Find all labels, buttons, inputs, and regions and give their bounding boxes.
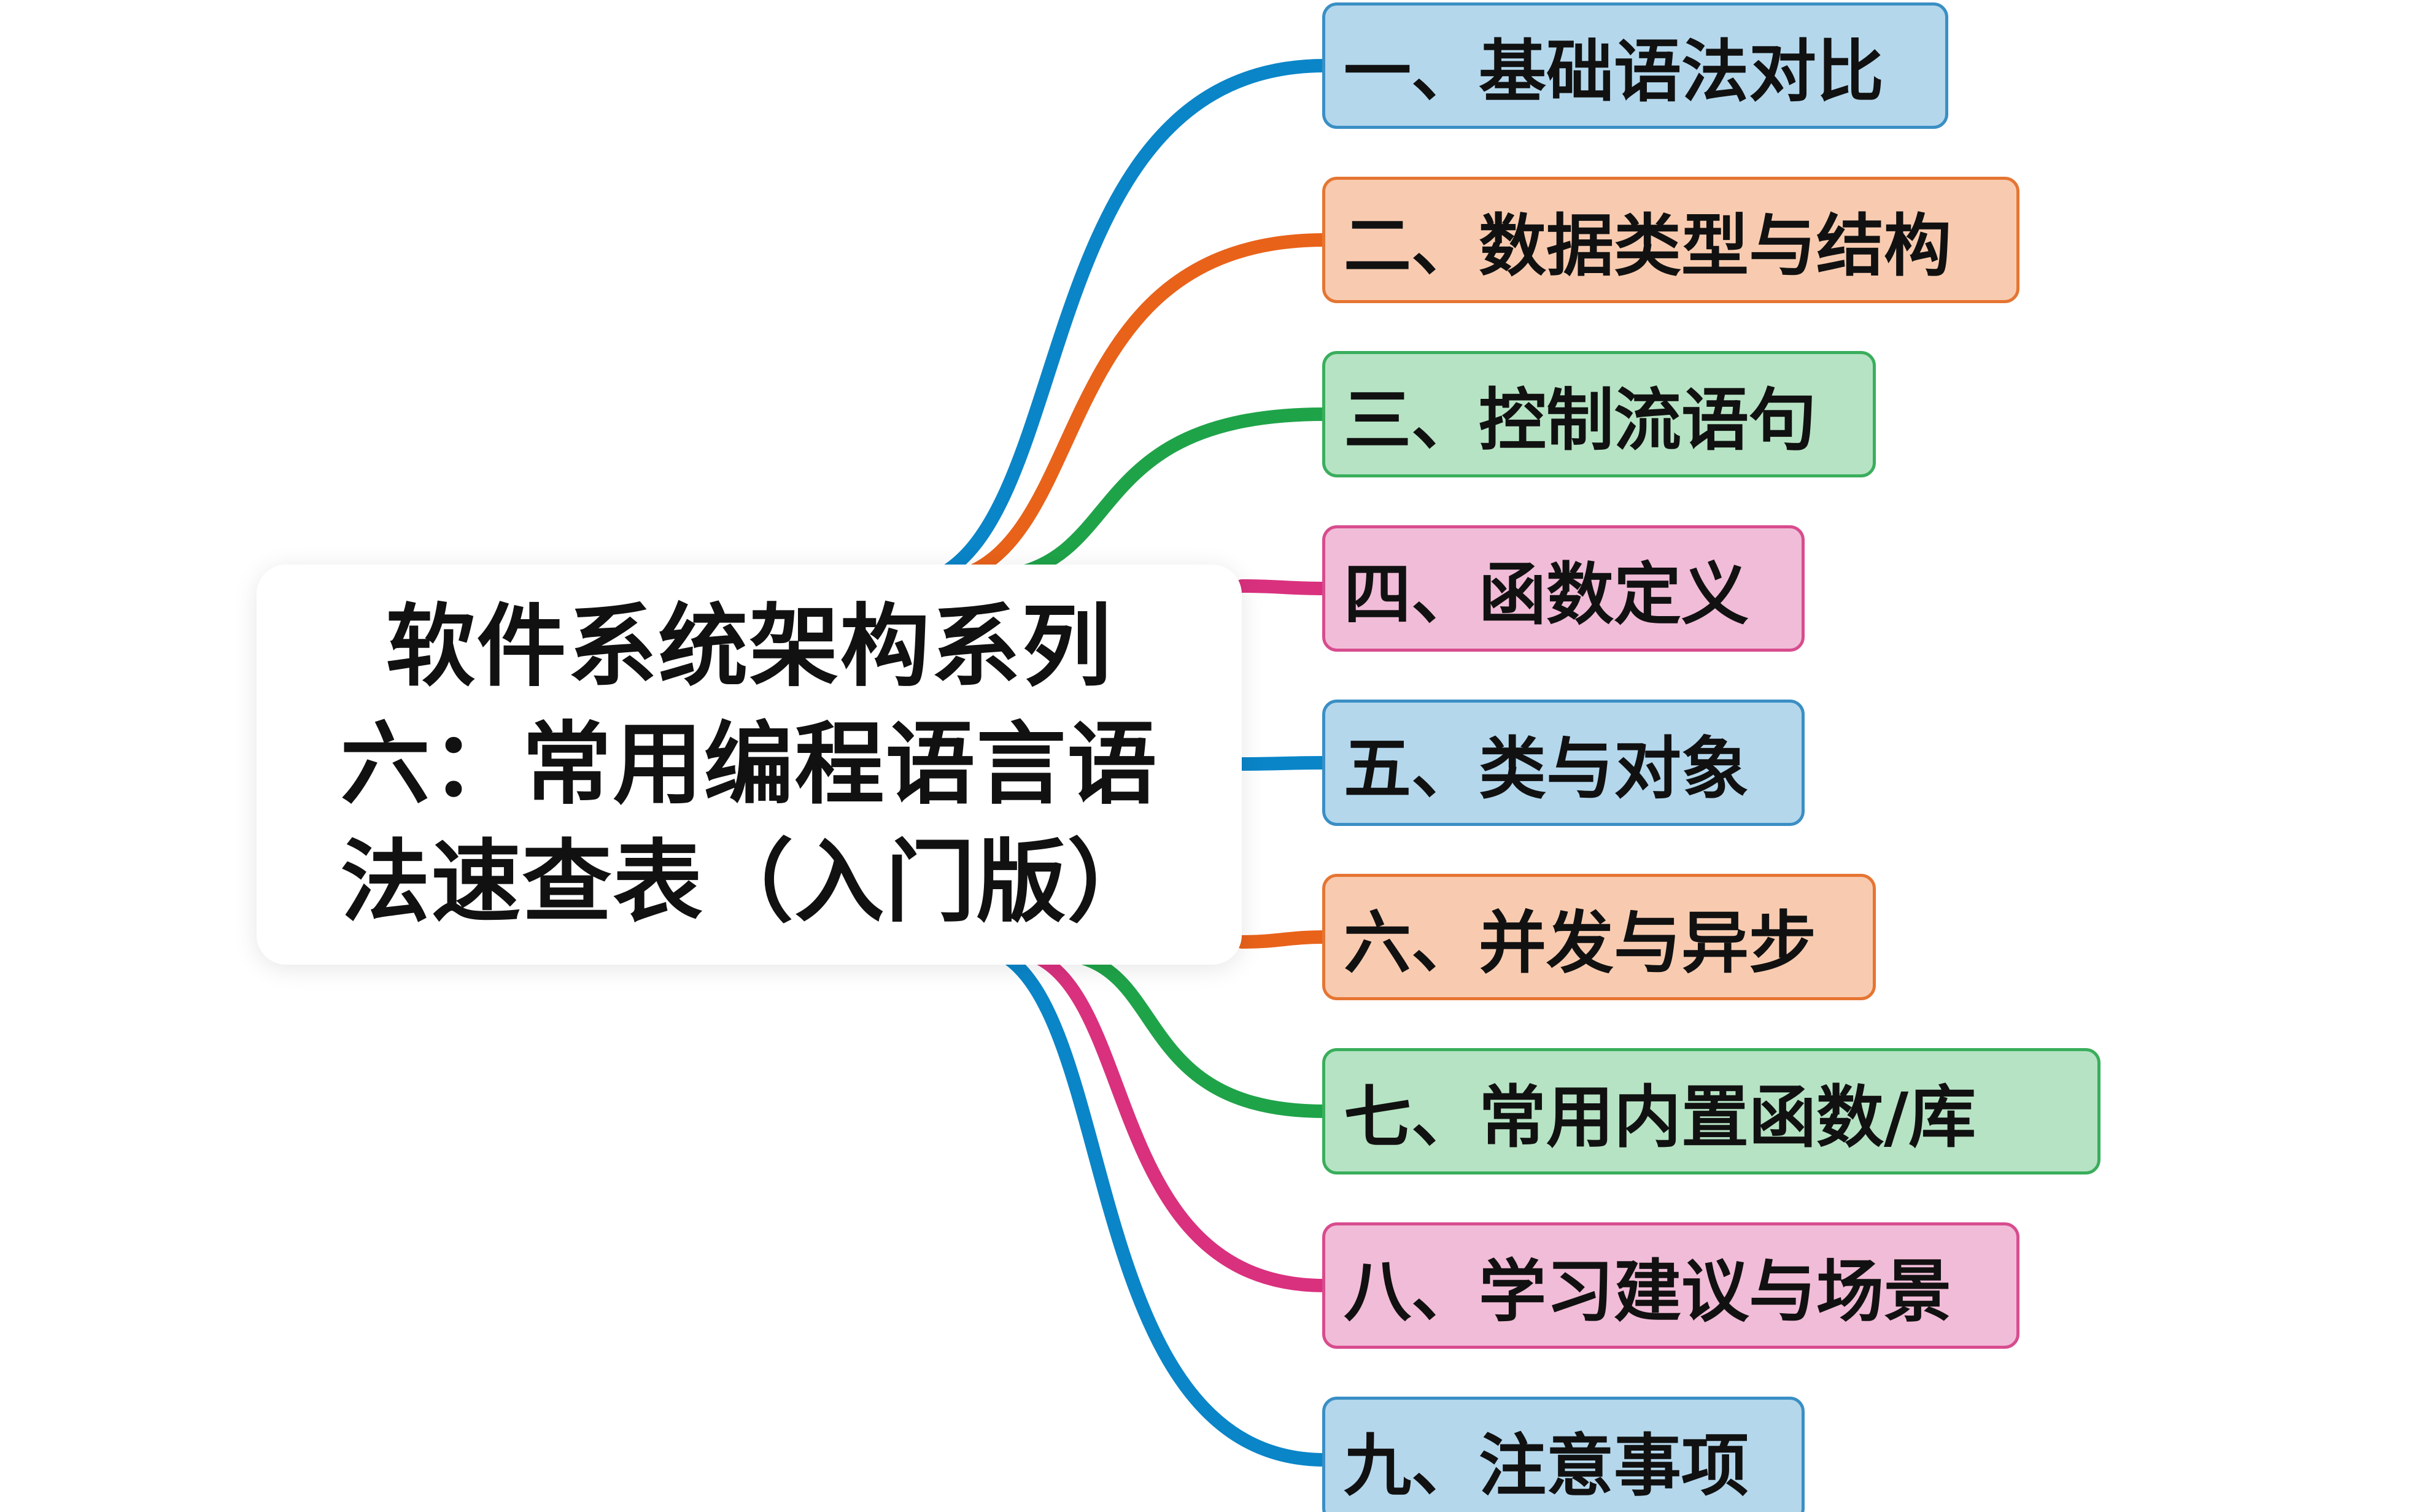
root-title-line-1: 软件系统架构系列 xyxy=(385,595,1113,699)
connector-line-1 xyxy=(935,59,1331,580)
root-title-line-3: 法速查表（入门版） xyxy=(340,830,1158,935)
branch-label: 六、并发与异步 xyxy=(1344,904,1816,982)
branch-topic-3[interactable]: 三、控制流语句 xyxy=(1322,351,1876,477)
connector-line-6 xyxy=(1235,930,1331,949)
branch-topic-4[interactable]: 四、函数定义 xyxy=(1322,525,1805,652)
root-title-line-2: 六：常用编程语言语 xyxy=(340,712,1158,817)
branch-label: 五、类与对象 xyxy=(1344,730,1749,808)
branch-topic-6[interactable]: 六、并发与异步 xyxy=(1322,874,1876,1000)
branch-label: 四、函数定义 xyxy=(1344,555,1749,634)
branch-topic-2[interactable]: 二、数据类型与结构 xyxy=(1322,177,2019,303)
connector-line-9 xyxy=(1000,951,1331,1467)
root-topic[interactable]: 软件系统架构系列 六：常用编程语言语 法速查表（入门版） xyxy=(257,565,1242,965)
branch-topic-5[interactable]: 五、类与对象 xyxy=(1322,700,1805,826)
branch-label: 七、常用内置函数/库 xyxy=(1344,1078,1977,1157)
branch-topic-8[interactable]: 八、学习建议与场景 xyxy=(1322,1222,2019,1349)
branch-label: 九、注意事项 xyxy=(1344,1427,1749,1505)
connector-line-5 xyxy=(1235,756,1331,771)
branch-label: 一、基础语法对比 xyxy=(1344,33,1884,111)
connector-line-8 xyxy=(1031,951,1331,1292)
branch-topic-1[interactable]: 一、基础语法对比 xyxy=(1322,2,1948,129)
root-title: 软件系统架构系列 六：常用编程语言语 法速查表（入门版） xyxy=(320,588,1179,941)
connector-line-2 xyxy=(960,233,1331,580)
branch-label: 三、控制流语句 xyxy=(1344,381,1816,460)
branch-label: 二、数据类型与结构 xyxy=(1344,207,1951,285)
connector-line-7 xyxy=(1074,951,1331,1118)
branch-topic-9[interactable]: 九、注意事项 xyxy=(1322,1397,1805,1512)
branch-label: 八、学习建议与场景 xyxy=(1344,1252,1951,1331)
connector-line-4 xyxy=(1235,579,1331,595)
branch-topic-7[interactable]: 七、常用内置函数/库 xyxy=(1322,1048,2100,1174)
connector-line-3 xyxy=(1009,407,1331,580)
